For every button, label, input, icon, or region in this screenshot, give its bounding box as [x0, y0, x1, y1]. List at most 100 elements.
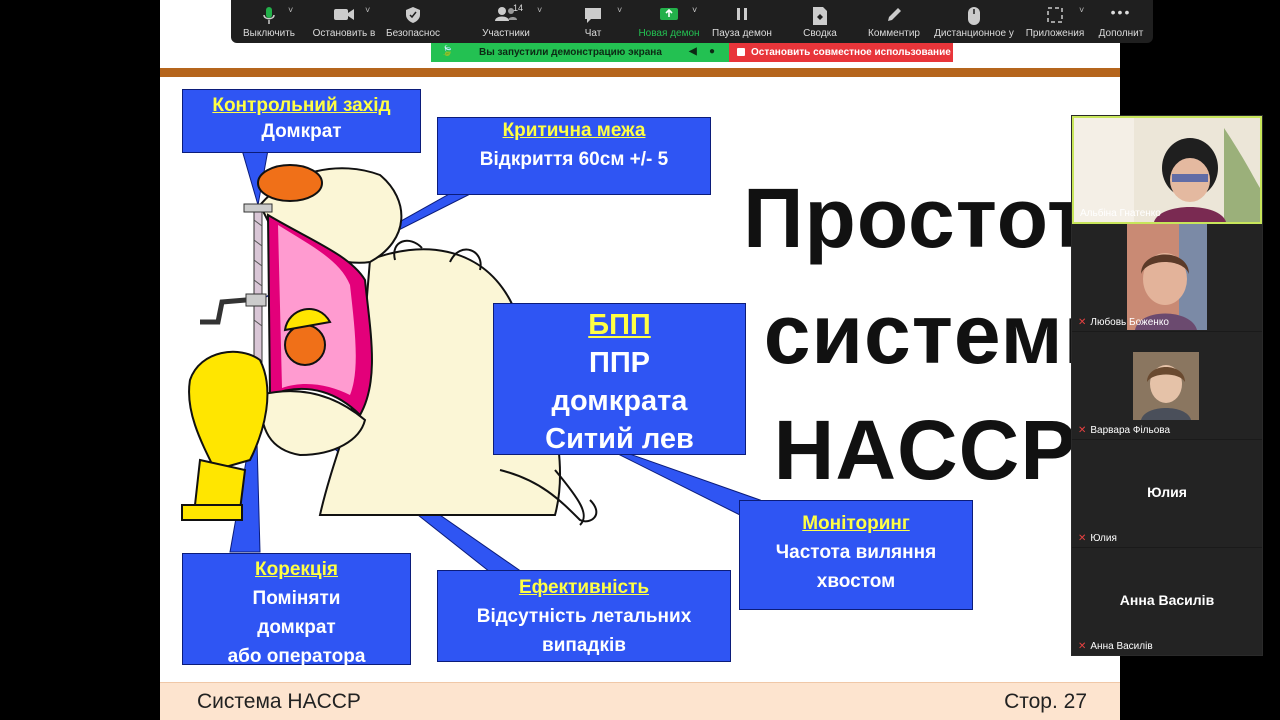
security-label: Безопаснос: [386, 28, 440, 39]
participant-video: [1127, 224, 1207, 330]
participant-tile[interactable]: Альбіна Гнатенко: [1072, 116, 1262, 224]
annotate-label: Комментир: [868, 28, 920, 39]
participant-name: ✕Любовь Боженко: [1078, 317, 1169, 328]
apps-label: Приложения: [1025, 28, 1085, 39]
chevron-down-icon[interactable]: ˅: [288, 5, 294, 15]
bpp-line-1: ППР: [588, 347, 651, 379]
annotate-button[interactable]: Комментир: [861, 0, 927, 43]
correction-line-3: або оператора: [227, 646, 366, 667]
critical-limit-heading: Критична межа: [502, 120, 646, 141]
stop-video-button[interactable]: ˅ Остановить в: [307, 0, 381, 43]
correction-heading: Корекція: [255, 559, 338, 580]
participant-name: ✕Юлия: [1078, 533, 1117, 544]
stop-video-label: Остановить в: [312, 28, 376, 39]
summary-icon: [813, 7, 827, 25]
summary-label: Сводка: [803, 28, 837, 39]
slide-title: Простота системи HACCP!: [730, 160, 1120, 508]
pause-share-button[interactable]: Пауза демон: [709, 0, 775, 43]
slide-title-line-1: Простота: [743, 171, 1120, 265]
chat-label: Чат: [584, 28, 602, 39]
correction-line-1: Поміняти: [252, 588, 341, 609]
control-measure-heading: Контрольний захід: [212, 95, 391, 116]
bpp-heading: БПП: [588, 309, 651, 341]
participant-name: ✕Варвара Фільова: [1078, 425, 1171, 436]
participant-tile[interactable]: ✕Варвара Фільова: [1072, 332, 1262, 439]
pause-share-label: Пауза демон: [712, 28, 772, 39]
slide-title-line-3: HACCP!: [773, 403, 1107, 497]
more-button[interactable]: ••• Дополнит: [1091, 0, 1151, 43]
video-camera-icon: [334, 9, 354, 20]
screen-share-status-banner: 🍃 Вы запустили демонстрацию экрана ◀ ●: [431, 43, 729, 62]
control-measure-box: Контрольний захід Домкрат: [182, 89, 421, 153]
microphone-icon: [263, 7, 275, 24]
remote-control-label: Дистанционное у: [934, 28, 1014, 39]
bpp-line-2: домкрата: [551, 385, 688, 417]
stop-share-label: Остановить совместное использование: [751, 47, 951, 58]
page-number: Стор. 27: [1004, 690, 1087, 713]
more-dots-icon: •••: [1110, 4, 1132, 20]
shield-icon: [406, 7, 420, 23]
apps-button[interactable]: ˅ Приложения: [1021, 0, 1089, 43]
presentation-slide: Контрольний захід Домкрат Критична межа …: [160, 0, 1120, 720]
participants-count: 14: [513, 3, 524, 13]
efficiency-text: Відсутність летальних випадків: [476, 606, 692, 656]
stop-share-button[interactable]: Остановить совместное использование: [729, 43, 953, 62]
critical-limit-box: Критична межа Відкриття 60см +/- 5: [437, 117, 711, 195]
lion-illustration: [181, 149, 761, 573]
summary-button[interactable]: Сводка: [787, 0, 853, 43]
correction-line-2: домкрат: [257, 617, 336, 638]
participants-label: Участники: [482, 28, 530, 39]
efficiency-box: Ефективність Відсутність летальних випад…: [437, 570, 731, 662]
pencil-icon: [888, 8, 901, 21]
chat-button[interactable]: ˅ Чат: [567, 0, 623, 43]
bpp-box: БПП ППР домкрата Ситий лев: [493, 303, 746, 455]
chat-bubble-icon: [585, 8, 601, 23]
participant-video: [1133, 352, 1199, 420]
chevron-down-icon[interactable]: ˅: [617, 5, 623, 15]
participant-name: Альбіна Гнатенко: [1080, 208, 1161, 219]
new-share-label: Новая демон: [638, 28, 700, 39]
participants-video-panel: Альбіна Гнатенко ✕Любовь Боженко ✕Варвар…: [1071, 115, 1263, 656]
microphone-muted-icon: ✕: [1078, 425, 1087, 436]
participant-video: [1074, 118, 1260, 222]
monitoring-text: Частота виляння хвостом: [775, 542, 937, 592]
share-status-text: Вы запустили демонстрацию экрана: [479, 47, 662, 58]
monitoring-box: Моніторинг Частота виляння хвостом: [739, 500, 973, 610]
microphone-muted-icon: ✕: [1078, 533, 1087, 544]
chevron-down-icon[interactable]: ˅: [1079, 5, 1085, 15]
footer-title: Система HACCP: [197, 690, 361, 713]
meeting-toolbar: ˅ Выключить ˅ Остановить в Безопаснос 14…: [231, 0, 1153, 43]
security-button[interactable]: Безопаснос: [381, 0, 445, 43]
chevron-down-icon[interactable]: ˅: [537, 5, 543, 15]
participant-tile[interactable]: Юлия ✕Юлия: [1072, 440, 1262, 547]
remote-control-button[interactable]: Дистанционное у: [931, 0, 1017, 43]
stop-square-icon: [737, 48, 745, 56]
mute-button[interactable]: ˅ Выключить: [231, 0, 307, 43]
participant-tile[interactable]: Анна Василів ✕Анна Василів: [1072, 548, 1262, 655]
chevron-down-icon[interactable]: ˅: [692, 5, 698, 15]
microphone-muted-icon: ✕: [1078, 641, 1087, 652]
microphone-muted-icon: ✕: [1078, 317, 1087, 328]
new-share-button[interactable]: ˅ Новая демон: [634, 0, 704, 43]
mouse-icon: [968, 7, 980, 25]
bpp-line-3: Ситий лев: [545, 423, 694, 455]
participants-icon: [495, 7, 517, 21]
slide-footer: Система HACCP Стор. 27: [160, 682, 1120, 720]
speaker-icon[interactable]: ◀: [689, 46, 697, 57]
chevron-down-icon[interactable]: ˅: [365, 5, 371, 15]
apps-icon: [1047, 7, 1063, 23]
participant-display-name: Анна Василів: [1119, 592, 1215, 608]
control-measure-text: Домкрат: [261, 121, 342, 142]
leaf-icon: 🍃: [441, 46, 454, 57]
shield-icon[interactable]: ●: [709, 46, 716, 57]
efficiency-heading: Ефективність: [518, 577, 650, 598]
slide-top-bar: [160, 68, 1120, 77]
correction-box: Корекція Поміняти домкрат або оператора: [182, 553, 411, 667]
monitoring-heading: Моніторинг: [802, 513, 910, 534]
participant-name: ✕Анна Василів: [1078, 641, 1153, 652]
pause-icon: [737, 8, 747, 20]
participant-tile[interactable]: ✕Любовь Боженко: [1072, 224, 1262, 331]
mute-label: Выключить: [242, 28, 296, 39]
share-screen-icon: [660, 8, 678, 20]
participants-button[interactable]: 14 ˅ Участники: [461, 0, 551, 43]
